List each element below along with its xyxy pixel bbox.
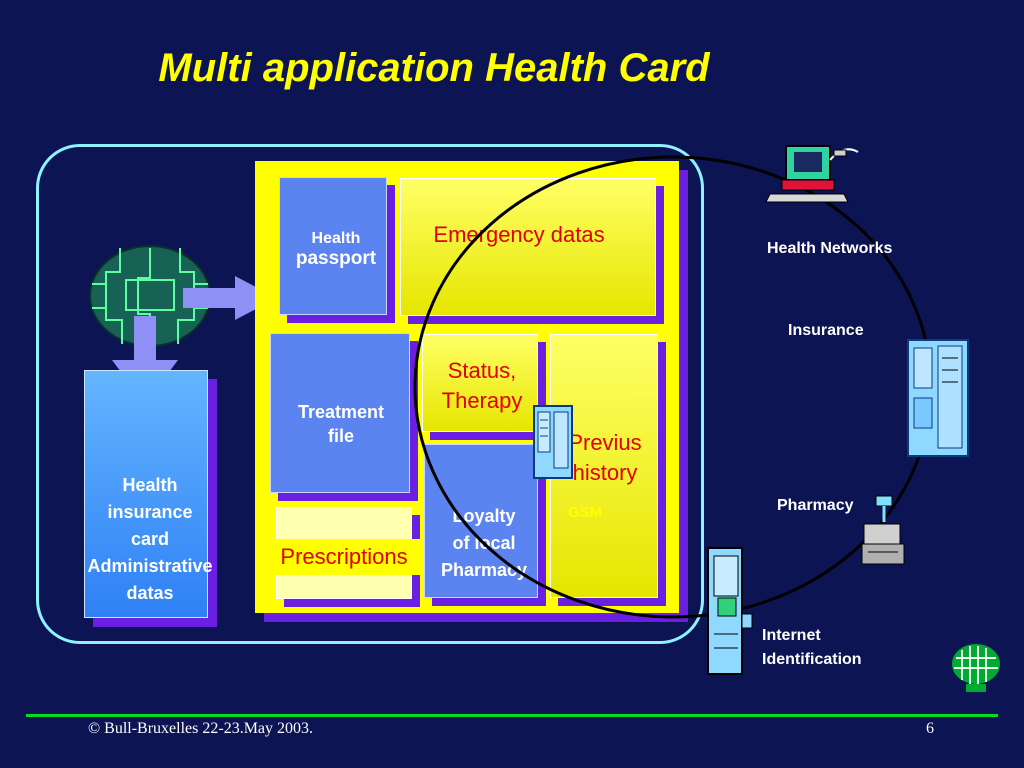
insurance-card-line2: insurance <box>107 502 193 522</box>
treatment-line1: Treatment <box>297 402 385 422</box>
previous-label: Previus history <box>548 428 662 488</box>
health-passport-block <box>279 177 387 315</box>
prescriptions-label: Prescriptions <box>262 539 426 575</box>
health-passport-line1: Health <box>311 230 361 247</box>
internet-line1: Internet <box>762 627 821 644</box>
health-passport-line2: passport <box>295 248 377 269</box>
insurance-card-line1: Health <box>122 475 178 495</box>
gsm-label: GSM <box>568 504 603 521</box>
previous-line2: history <box>572 460 638 485</box>
bull-logo-icon <box>952 644 1000 692</box>
insurance-card-label: Health insurance card Administrative dat… <box>64 472 236 607</box>
page-number: 6 <box>926 720 934 737</box>
previous-line1: Previus <box>568 430 642 455</box>
footer-copyright: © Bull-Bruxelles 22-23.May 2003. <box>88 720 314 737</box>
status-line2: Therapy <box>441 388 523 413</box>
status-label: Status, Therapy <box>422 356 542 416</box>
insurance-card-line3: card <box>130 529 170 549</box>
loyalty-line1: Loyalty <box>452 506 516 526</box>
emergency-label: Emergency datas <box>433 222 605 247</box>
loyalty-line3: Pharmacy <box>440 560 528 580</box>
health-networks-label: Health Networks <box>767 240 893 257</box>
insurance-label: Insurance <box>788 322 864 339</box>
card-outline <box>36 144 704 644</box>
vending-machine-small-icon <box>533 405 573 479</box>
status-line1: Status, <box>447 358 517 383</box>
treatment-line2: file <box>327 426 354 446</box>
internet-line2: Identification <box>762 651 862 668</box>
kiosk-icon <box>707 547 753 675</box>
insurance-card-line5: datas <box>126 583 174 603</box>
insurance-card-block <box>84 370 208 618</box>
insurance-card-line4: Administrative <box>87 556 213 576</box>
status-block <box>422 334 538 432</box>
treatment-block <box>270 333 410 493</box>
vending-machine-icon <box>907 339 969 457</box>
footer-divider <box>26 714 998 717</box>
treatment-label: Treatment file <box>270 400 412 448</box>
internet-identification-label: Internet Identification <box>762 624 862 672</box>
slide-title: Multi application Health Card <box>158 46 710 90</box>
computer-terminal-icon <box>765 145 859 203</box>
pharmacy-label: Pharmacy <box>777 497 854 514</box>
arrow-right-icon <box>183 276 277 320</box>
health-passport-label: Health passport <box>279 230 393 270</box>
emergency-block <box>400 178 656 316</box>
cash-register-icon <box>861 495 905 565</box>
